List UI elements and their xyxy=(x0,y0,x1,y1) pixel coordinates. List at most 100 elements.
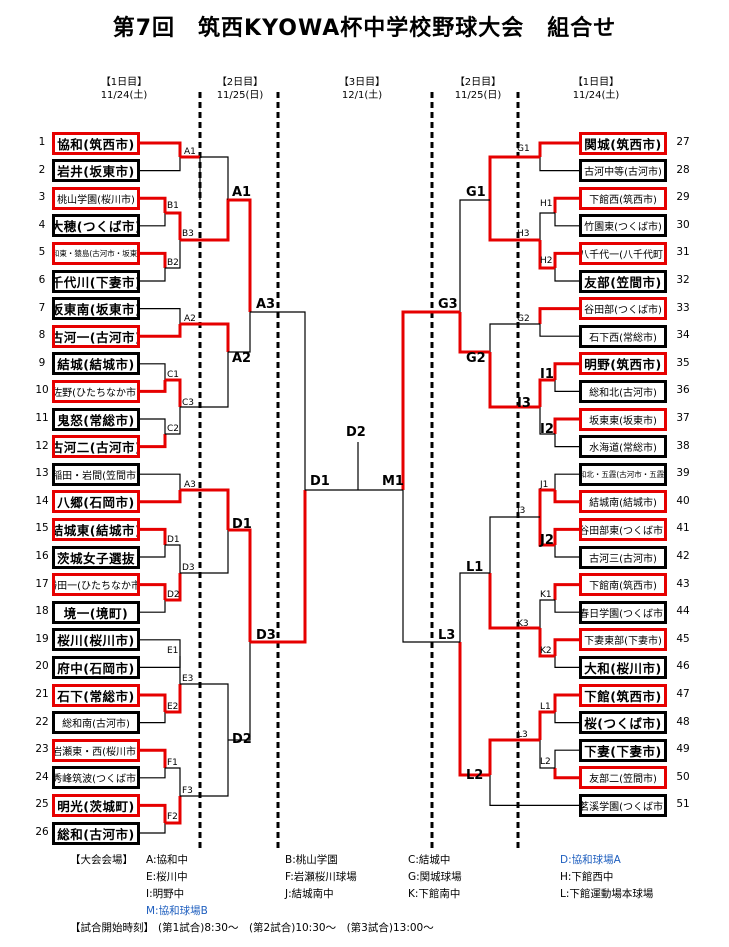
winner-path xyxy=(538,517,555,547)
day-date-d3: 12/1(土) xyxy=(341,90,383,101)
match-label: K2 xyxy=(540,646,552,656)
match-label: J3 xyxy=(517,506,526,516)
team-number: 9 xyxy=(38,356,46,369)
team-box-left: 岩井(坂東市) xyxy=(52,159,140,183)
team-box-left: 茨城女子選抜 xyxy=(52,545,140,569)
team-number: 49 xyxy=(676,743,690,756)
team-box-right: 谷田部(つくば市) xyxy=(579,297,667,321)
match-label: L1 xyxy=(466,560,484,575)
winner-path xyxy=(140,380,167,393)
match-label: C3 xyxy=(182,398,195,408)
team-number: 39 xyxy=(676,467,690,480)
team-number: 24 xyxy=(35,770,49,783)
team-number: 29 xyxy=(676,191,690,204)
match-label: G2 xyxy=(517,314,530,324)
bracket-line xyxy=(165,407,181,435)
bracket-line xyxy=(140,712,166,724)
team-box-right: 友部二(笠間市) xyxy=(579,766,667,790)
team-number: 2 xyxy=(38,163,46,176)
team-box-left: 坂東南(坂東市) xyxy=(52,297,140,321)
winner-path xyxy=(165,211,182,240)
team-box-left: 石下(常総市) xyxy=(52,683,140,707)
team-number: 36 xyxy=(676,384,690,397)
team-number: 44 xyxy=(676,605,690,618)
team-number: 30 xyxy=(676,218,690,231)
match-label: J1 xyxy=(540,480,549,490)
bracket-line xyxy=(554,712,579,724)
team-number: 46 xyxy=(676,660,690,673)
team-number: 10 xyxy=(35,384,49,397)
team-number: 26 xyxy=(35,826,49,838)
team-number: 8 xyxy=(38,329,46,342)
winner-path xyxy=(401,310,460,490)
match-label: D2 xyxy=(232,732,252,747)
bracket-line xyxy=(459,199,490,312)
bracket-line xyxy=(165,767,181,796)
team-number: 28 xyxy=(676,163,690,176)
team-box-left: 古河一(古河市) xyxy=(52,324,140,348)
winner-path xyxy=(538,488,555,517)
match-label: B1 xyxy=(167,201,179,211)
winner-path xyxy=(165,796,182,825)
team-box-right: 八千代一(八千代町) xyxy=(579,241,667,265)
day-label-d3: 【3日目】 xyxy=(338,77,386,88)
bracket-line xyxy=(140,473,181,490)
winner-path xyxy=(140,434,167,449)
winner-path xyxy=(538,141,579,157)
team-number: 11 xyxy=(35,412,49,424)
venue-title: 【大会会場】 xyxy=(70,854,133,866)
match-label: L3 xyxy=(438,628,456,643)
team-box-left: 八郷(石岡市) xyxy=(52,490,140,514)
bracket-line xyxy=(402,490,460,643)
winner-path xyxy=(553,768,579,780)
winner-path xyxy=(538,710,555,740)
match-label: E1 xyxy=(167,646,179,656)
team-number: 19 xyxy=(35,632,49,645)
bracket-line xyxy=(140,823,166,834)
team-box-left: 勝田一(ひたちなか市) xyxy=(52,573,140,597)
venue-l: L:下館運動場本球場 xyxy=(560,888,654,900)
team-number: 33 xyxy=(676,301,690,314)
team-number: 7 xyxy=(38,301,46,314)
team-box-right: 三和北・五霞(古河市・五霞町) xyxy=(579,462,667,486)
winner-path xyxy=(538,240,555,270)
winner-path xyxy=(250,490,307,644)
day-date-d1l: 11/24(土) xyxy=(100,90,148,101)
match-label: A2 xyxy=(232,351,252,366)
team-number: 34 xyxy=(676,329,690,342)
team-box-left: 桜川(桜川市) xyxy=(52,628,140,652)
start-times: (第1試合)8:30〜 (第2試合)10:30〜 (第3試合)13:00〜 xyxy=(158,922,434,934)
team-number: 12 xyxy=(35,439,49,452)
winner-path xyxy=(140,583,167,600)
winner-path xyxy=(228,528,252,642)
winner-path xyxy=(165,378,182,407)
team-number: 25 xyxy=(35,798,49,811)
bracket-line xyxy=(554,473,579,490)
team-box-left: 秀峰筑波(つくば市) xyxy=(52,766,140,790)
team-box-left: 古河二(古河市) xyxy=(52,435,140,459)
winner-path xyxy=(553,490,579,504)
team-number: 27 xyxy=(676,136,690,148)
team-number: 51 xyxy=(676,798,690,811)
team-box-right: 水海道(常総市) xyxy=(579,435,667,459)
winner-path xyxy=(140,251,167,268)
match-label: H3 xyxy=(517,229,530,239)
bracket-line xyxy=(228,312,251,353)
team-box-left: 総和南(古河市) xyxy=(52,711,140,735)
bracket-line xyxy=(539,599,555,628)
winner-path xyxy=(488,352,540,409)
team-number: 1 xyxy=(38,136,46,148)
match-label: F3 xyxy=(182,786,193,796)
winner-path xyxy=(165,573,182,602)
bracket-line xyxy=(140,768,166,779)
winner-path xyxy=(553,196,579,213)
winner-path xyxy=(553,362,579,380)
team-number: 50 xyxy=(676,770,690,783)
match-label: A1 xyxy=(232,185,252,200)
winner-path xyxy=(538,307,579,324)
team-number: 47 xyxy=(676,688,690,700)
bracket-line xyxy=(489,516,540,573)
bracket-line xyxy=(140,268,166,282)
bracket-line xyxy=(539,212,555,240)
legend: 【大会会場】 A:協和中 B:桃山学園 C:結城中 D:協和球場A E:桜川中 … xyxy=(0,852,729,947)
